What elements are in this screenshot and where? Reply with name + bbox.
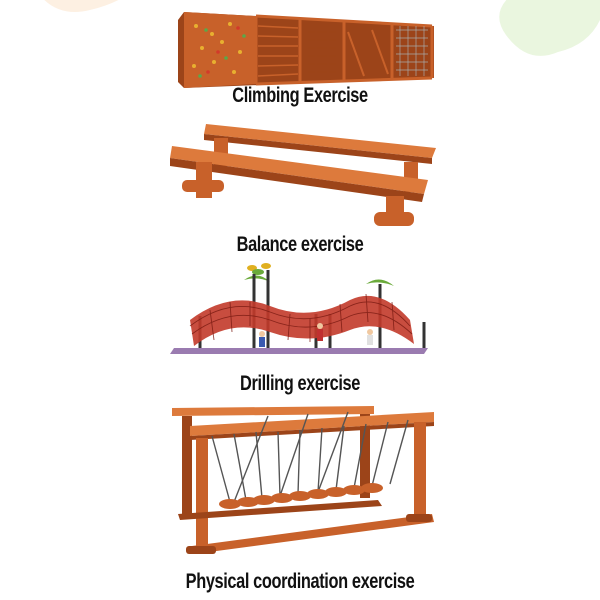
decorative-blob-left	[44, 0, 119, 12]
balance-beam-icon	[170, 124, 436, 226]
climbing-section: Climbing Exercise	[0, 0, 600, 115]
decorative-blob-right	[499, 0, 600, 56]
balance-caption: Balance exercise	[236, 233, 364, 256]
rope-tunnel-icon	[170, 263, 428, 354]
drilling-caption: Drilling exercise	[240, 372, 360, 395]
climbing-wall-icon	[178, 12, 434, 88]
coordination-section: Physical coordination exercise	[0, 400, 600, 600]
balance-section: Balance exercise	[0, 115, 600, 260]
climbing-caption: Climbing Exercise	[232, 84, 368, 107]
drilling-section: Drilling exercise	[0, 260, 600, 400]
coordination-caption: Physical coordination exercise	[185, 570, 415, 593]
swing-bridge-icon	[172, 406, 434, 554]
